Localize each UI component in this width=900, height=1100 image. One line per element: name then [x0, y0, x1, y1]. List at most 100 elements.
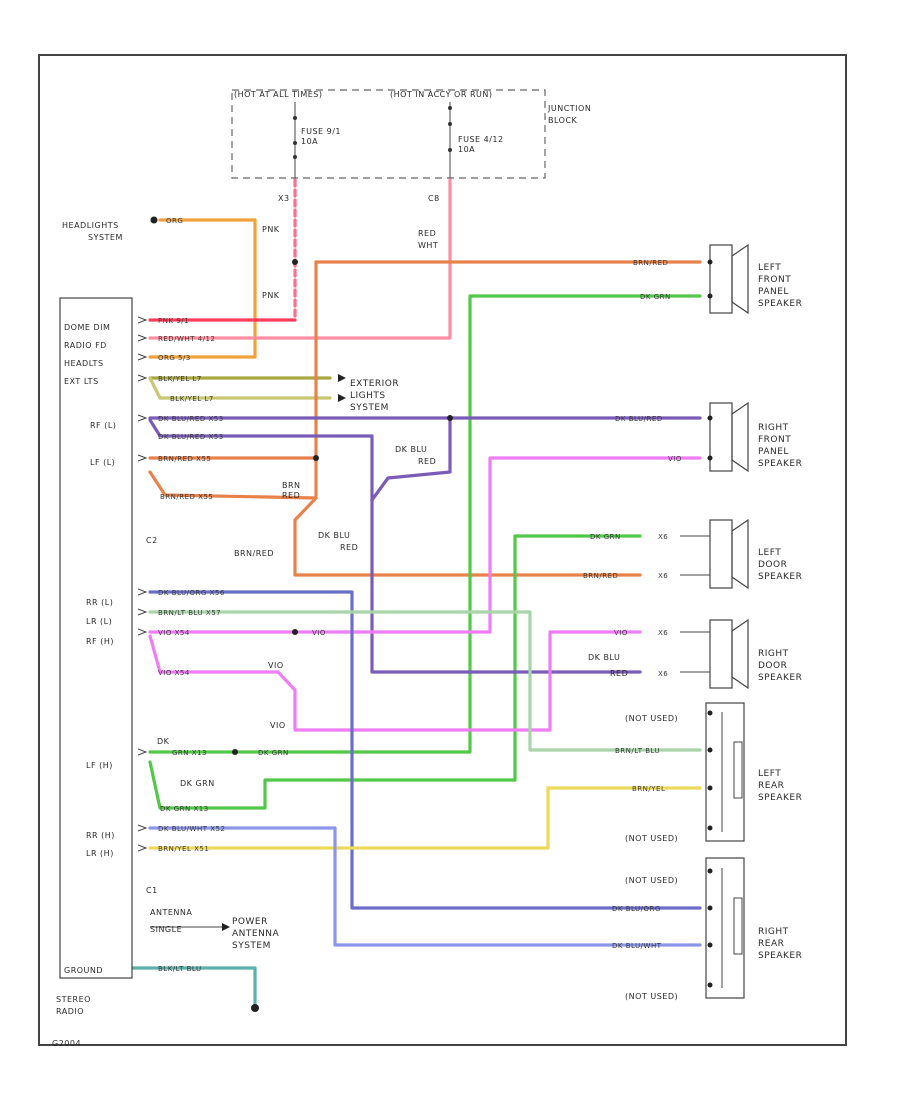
exterior-lights-label-2: LIGHTS: [350, 391, 386, 401]
arrow-blk-yel: [137, 374, 148, 382]
code-red-wht: RED/WHT 4/12: [158, 335, 215, 343]
speaker-ld-housing: [709, 519, 733, 589]
code-brn-red-2: BRN/RED X55: [160, 493, 213, 501]
junction-block: (HOT AT ALL TIMES) (HOT IN ACCY OR RUN) …: [231, 89, 591, 203]
rf-dk-blu-red-code: DK BLU/RED: [615, 415, 663, 423]
speaker-rf-label-4: SPEAKER: [758, 459, 802, 469]
rr-dk-blu-org-code: DK BLU/ORG: [612, 905, 661, 913]
speaker-lr-label-3: SPEAKER: [758, 793, 802, 803]
speaker-lr-pin-4: [707, 825, 713, 831]
code-grn-3: DK GRN: [258, 749, 289, 757]
radio-pin-lf-h: LF (H): [86, 761, 113, 770]
rr-not-used-top: (NOT USED): [625, 876, 678, 885]
speaker-left-front: LEFT FRONT PANEL SPEAKER: [707, 243, 802, 315]
speaker-rd-housing: [709, 619, 733, 689]
speaker-lr-label-2: REAR: [758, 781, 784, 791]
speaker-lr-label-1: LEFT: [758, 769, 781, 779]
component-labels: HEADLIGHTS SYSTEM EXTERIOR LIGHTS SYSTEM…: [52, 221, 628, 1048]
stereo-radio-box: [59, 297, 133, 979]
fuse-right-dot-2: [448, 122, 452, 126]
radio-pin-lr-h: LR (H): [86, 849, 114, 858]
speaker-lf-cone: [731, 243, 749, 315]
ground-terminal: [251, 1004, 259, 1012]
lr-not-used-top: (NOT USED): [625, 714, 678, 723]
power-antenna-label-2: ANTENNA: [232, 929, 280, 939]
exterior-lights-label-3: SYSTEM: [350, 403, 389, 413]
radio-connector-arrows: [137, 316, 148, 852]
code-vio-2: VIO X54: [158, 669, 190, 677]
speaker-right-door: RIGHT DOOR SPEAKER: [680, 618, 802, 690]
vio-label-2: VIO: [270, 721, 286, 730]
headlights-label-2: SYSTEM: [88, 233, 123, 242]
fuse-right-dot-3: [448, 148, 452, 152]
speaker-rd-leads: [680, 631, 710, 673]
ld-x6-1: X6: [658, 533, 668, 541]
radio-pin-lr-l: LR (L): [86, 617, 112, 626]
wire-dk-blu-org: [148, 590, 702, 910]
speaker-right-rear: RIGHT REAR SPEAKER: [705, 857, 802, 999]
c1-label: C1: [146, 886, 158, 895]
junction-hot-left-label: (HOT AT ALL TIMES): [234, 90, 322, 99]
dk-label: DK: [157, 737, 170, 746]
splice-vio: [292, 629, 298, 635]
stereo-radio-label-1: STEREO: [56, 995, 91, 1004]
lf-dk-grn-code: DK GRN: [640, 293, 671, 301]
vio-label-1: VIO: [268, 661, 284, 670]
code-grn-2: DK GRN X13: [160, 805, 209, 813]
junction-block-label-2: BLOCK: [548, 116, 578, 125]
wire-brn-red-door: [148, 470, 642, 577]
junction-block-label-1: JUNCTION: [547, 104, 591, 113]
speaker-rr-housing: [705, 857, 745, 999]
red-wht-label-1: RED: [418, 229, 436, 238]
splice-brn-red: [313, 455, 319, 461]
radio-pin-rr-l: RR (L): [86, 598, 113, 607]
speaker-rf-housing: [709, 402, 733, 472]
speaker-right-front: RIGHT FRONT PANEL SPEAKER: [707, 401, 802, 473]
radio-pin-rf-h: RF (H): [86, 637, 114, 646]
code-blk-lt-blu: BLK/LT BLU: [158, 965, 202, 973]
rf-vio-code: VIO: [668, 455, 682, 463]
speaker-rr-label-1: RIGHT: [758, 927, 789, 937]
dk-blu-red-lower-label-2: RED: [340, 543, 358, 552]
rd-x6-2: X6: [658, 670, 668, 678]
code-brn-red-1: BRN/RED X55: [158, 455, 211, 463]
speaker-lr-pin-1: [707, 710, 713, 716]
wire-ground: [128, 966, 257, 1010]
lr-brn-lt-blu-code: BRN/LT BLU: [615, 747, 660, 755]
wire-red-wht: [148, 178, 452, 340]
dk-blu-red-door-label-2: RED: [610, 669, 628, 678]
speaker-rf-pin-2: [707, 455, 713, 461]
speakers: LEFT FRONT PANEL SPEAKER RIGHT FRONT PAN…: [680, 243, 802, 999]
arrow-org: [137, 353, 148, 361]
ld-x6-2: X6: [658, 572, 668, 580]
lf-brn-red-code: BRN/RED: [633, 259, 668, 267]
speaker-rr-pin-4: [707, 982, 713, 988]
antenna-label-1: ANTENNA: [150, 908, 192, 917]
wire-dk-grn-door: [148, 534, 642, 810]
radio-pin-lf-l-top: LF (L): [90, 458, 115, 467]
splice-dk-blu-red: [447, 415, 453, 421]
speaker-rr-label-2: REAR: [758, 939, 784, 949]
fuse-right-label-1: FUSE 4/12: [458, 135, 504, 144]
exterior-arrow-2: [338, 394, 346, 402]
fuse-right-label-2: 10A: [458, 145, 475, 154]
wire-dk-grn-lf: [148, 294, 702, 754]
connector-c8-label: C8: [428, 194, 440, 203]
code-brn-lt-blu: BRN/LT BLU X57: [158, 609, 221, 617]
speaker-lr-housing: [705, 702, 745, 842]
speaker-ld-label-1: LEFT: [758, 548, 781, 558]
footer-code: G2004: [52, 1039, 81, 1048]
c2-label: C2: [146, 536, 158, 545]
arrow-grn: [137, 748, 148, 756]
fuse-left-label-1: FUSE 9/1: [301, 127, 341, 136]
wire-vio-rf: [148, 456, 702, 634]
speaker-lr-pin-2: [707, 747, 713, 753]
exterior-lights-label-1: EXTERIOR: [350, 379, 399, 389]
speaker-lf-label-3: PANEL: [758, 287, 789, 297]
arrow-brn-lt-blu: [137, 608, 148, 616]
fuse-left-label-2: 10A: [301, 137, 318, 146]
dk-blu-red-lower-label-1: DK BLU: [318, 531, 350, 540]
dk-grn-label: DK GRN: [180, 779, 215, 788]
dk-blu-red-upper-label-1: DK BLU: [395, 445, 427, 454]
speaker-rr-pin-3: [707, 942, 713, 948]
